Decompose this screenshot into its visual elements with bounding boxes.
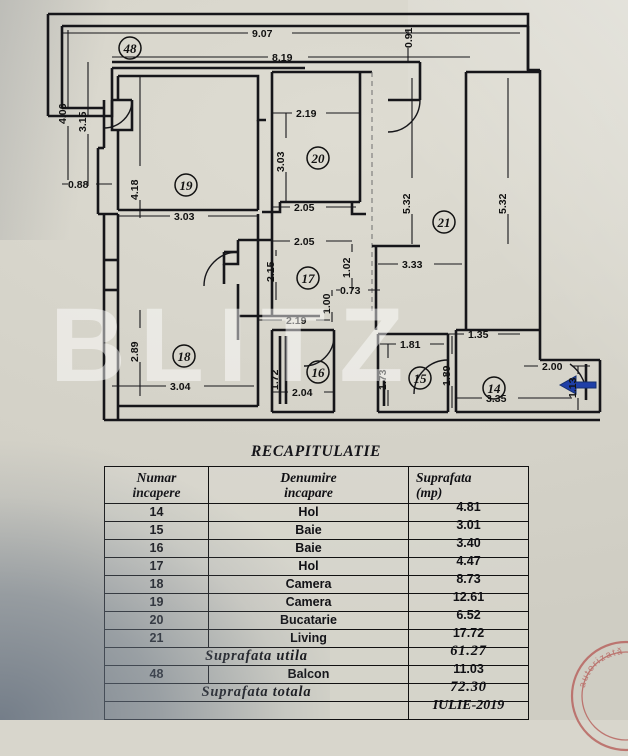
cell-date-blank <box>104 701 409 720</box>
dim-r17-right-vertical: 1.02 <box>341 257 353 278</box>
room-badge-21: 21 <box>432 210 456 234</box>
label-suprafata-totala: Suprafata totala <box>104 683 409 702</box>
cell-room-area: 8.73 <box>408 572 529 594</box>
svg-text:17: 17 <box>302 271 316 286</box>
dim-r14-right-top: 2.00 <box>542 361 563 373</box>
cell-room-number: 14 <box>104 503 209 522</box>
svg-text:19: 19 <box>180 178 194 193</box>
cell-room-name: Camera <box>208 593 409 612</box>
svg-text:16: 16 <box>312 365 326 380</box>
table-row-date: IULIE-2019 <box>104 698 529 720</box>
dim-r17-gap: 0.73 <box>340 285 361 297</box>
dim-r20-top: 2.19 <box>296 108 317 120</box>
cell-date-value: IULIE-2019 <box>408 698 529 720</box>
header-numar-incapere: Numar incapere <box>104 466 209 504</box>
cell-room-number: 18 <box>104 575 209 594</box>
table-header-row: Numar incapere Denumire incapare Suprafa… <box>104 466 529 504</box>
dim-top-overall: 9.07 <box>252 28 273 40</box>
cell-balcon-name: Balcon <box>208 665 409 684</box>
dim-r14-right-vertical: 1.13 <box>567 377 579 398</box>
cell-room-area: 4.47 <box>408 554 529 576</box>
label-suprafata-utila: Suprafata utila <box>104 647 409 666</box>
room-badge-14: 14 <box>482 376 506 400</box>
cell-room-number: 20 <box>104 611 209 630</box>
room-badge-17: 17 <box>296 266 320 290</box>
dim-r17-bottom: 2.19 <box>286 315 307 327</box>
svg-text:21: 21 <box>437 215 451 230</box>
svg-text:20: 20 <box>311 151 326 166</box>
dim-r17-gap-vertical: 1.00 <box>321 293 333 314</box>
dim-left-inner: 3.15 <box>77 111 89 132</box>
cell-room-number: 17 <box>104 557 209 576</box>
cell-room-name: Baie <box>208 521 409 540</box>
cell-room-name: Bucatarie <box>208 611 409 630</box>
svg-text:48: 48 <box>123 41 138 56</box>
dim-r21-horizontal: 3.33 <box>402 259 423 271</box>
dim-r19-horizontal: 3.03 <box>174 211 195 223</box>
dim-top-inner: 8.19 <box>272 52 293 64</box>
room-badge-16: 16 <box>306 360 330 384</box>
recapitulatie-table: Numar incapere Denumire incapare Suprafa… <box>104 466 529 720</box>
dim-r21-left-vertical: 5.32 <box>401 193 413 214</box>
recapitulatie-section: RECAPITULATIE Numar incapere Denumire in… <box>104 443 529 720</box>
cell-room-number: 15 <box>104 521 209 540</box>
cell-room-area: 17.72 <box>408 626 529 648</box>
dim-r15-horizontal: 1.81 <box>400 339 421 351</box>
svg-text:14: 14 <box>488 381 502 396</box>
dim-r19-vertical: 4.18 <box>129 179 141 200</box>
cell-room-name: Living <box>208 629 409 648</box>
room-badge-18: 18 <box>172 344 196 368</box>
cell-room-number: 16 <box>104 539 209 558</box>
dim-r18-horizontal: 3.04 <box>170 381 191 393</box>
cell-room-name: Baie <box>208 539 409 558</box>
room-badge-48: 48 <box>118 36 142 60</box>
dim-r20-bottom: 2.05 <box>294 202 315 214</box>
cell-room-name: Hol <box>208 503 409 522</box>
cell-room-name: Camera <box>208 575 409 594</box>
room-badge-15: 15 <box>408 366 432 390</box>
svg-text:15: 15 <box>414 371 428 386</box>
cell-room-number: 19 <box>104 593 209 612</box>
dim-r16-horizontal: 2.04 <box>292 387 313 399</box>
dim-r17-vertical: 2.15 <box>265 261 277 282</box>
dim-r21-right-vertical: 5.32 <box>497 193 509 214</box>
recapitulatie-title: RECAPITULATIE <box>250 443 382 460</box>
room-badge-20: 20 <box>306 146 330 170</box>
dim-r16-vertical: 1.72 <box>269 369 281 390</box>
header-suprafata-mp: Suprafata (mp) <box>408 466 529 504</box>
dim-left-small: 0.88 <box>68 179 89 191</box>
room-badge-19: 19 <box>174 173 198 197</box>
cell-room-number: 21 <box>104 629 209 648</box>
svg-text:18: 18 <box>178 349 192 364</box>
dim-r17-top: 2.05 <box>294 236 315 248</box>
cell-room-area: 3.40 <box>408 536 529 558</box>
cell-balcon-area: 11.03 <box>408 662 529 684</box>
floor-plan-drawing: .w{fill:none;stroke:#16161a;stroke-width… <box>46 12 602 422</box>
cell-room-name: Hol <box>208 557 409 576</box>
dim-r14-vertical: 1.89 <box>441 365 453 386</box>
cell-room-area: 12.61 <box>408 590 529 612</box>
dim-r18-vertical: 2.89 <box>129 341 141 362</box>
cell-balcon-number: 48 <box>104 665 209 684</box>
dim-r15-vertical: 1.73 <box>377 369 389 390</box>
dim-r20-vertical: 3.03 <box>275 151 287 172</box>
dim-top-right-vertical: 0.91 <box>403 27 415 48</box>
entrance-arrow-icon <box>558 375 597 395</box>
header-denumire-incapare: Denumire incapare <box>208 466 409 504</box>
dim-left-outer: 4.06 <box>57 103 69 124</box>
dim-r14-top: 1.35 <box>468 329 489 341</box>
